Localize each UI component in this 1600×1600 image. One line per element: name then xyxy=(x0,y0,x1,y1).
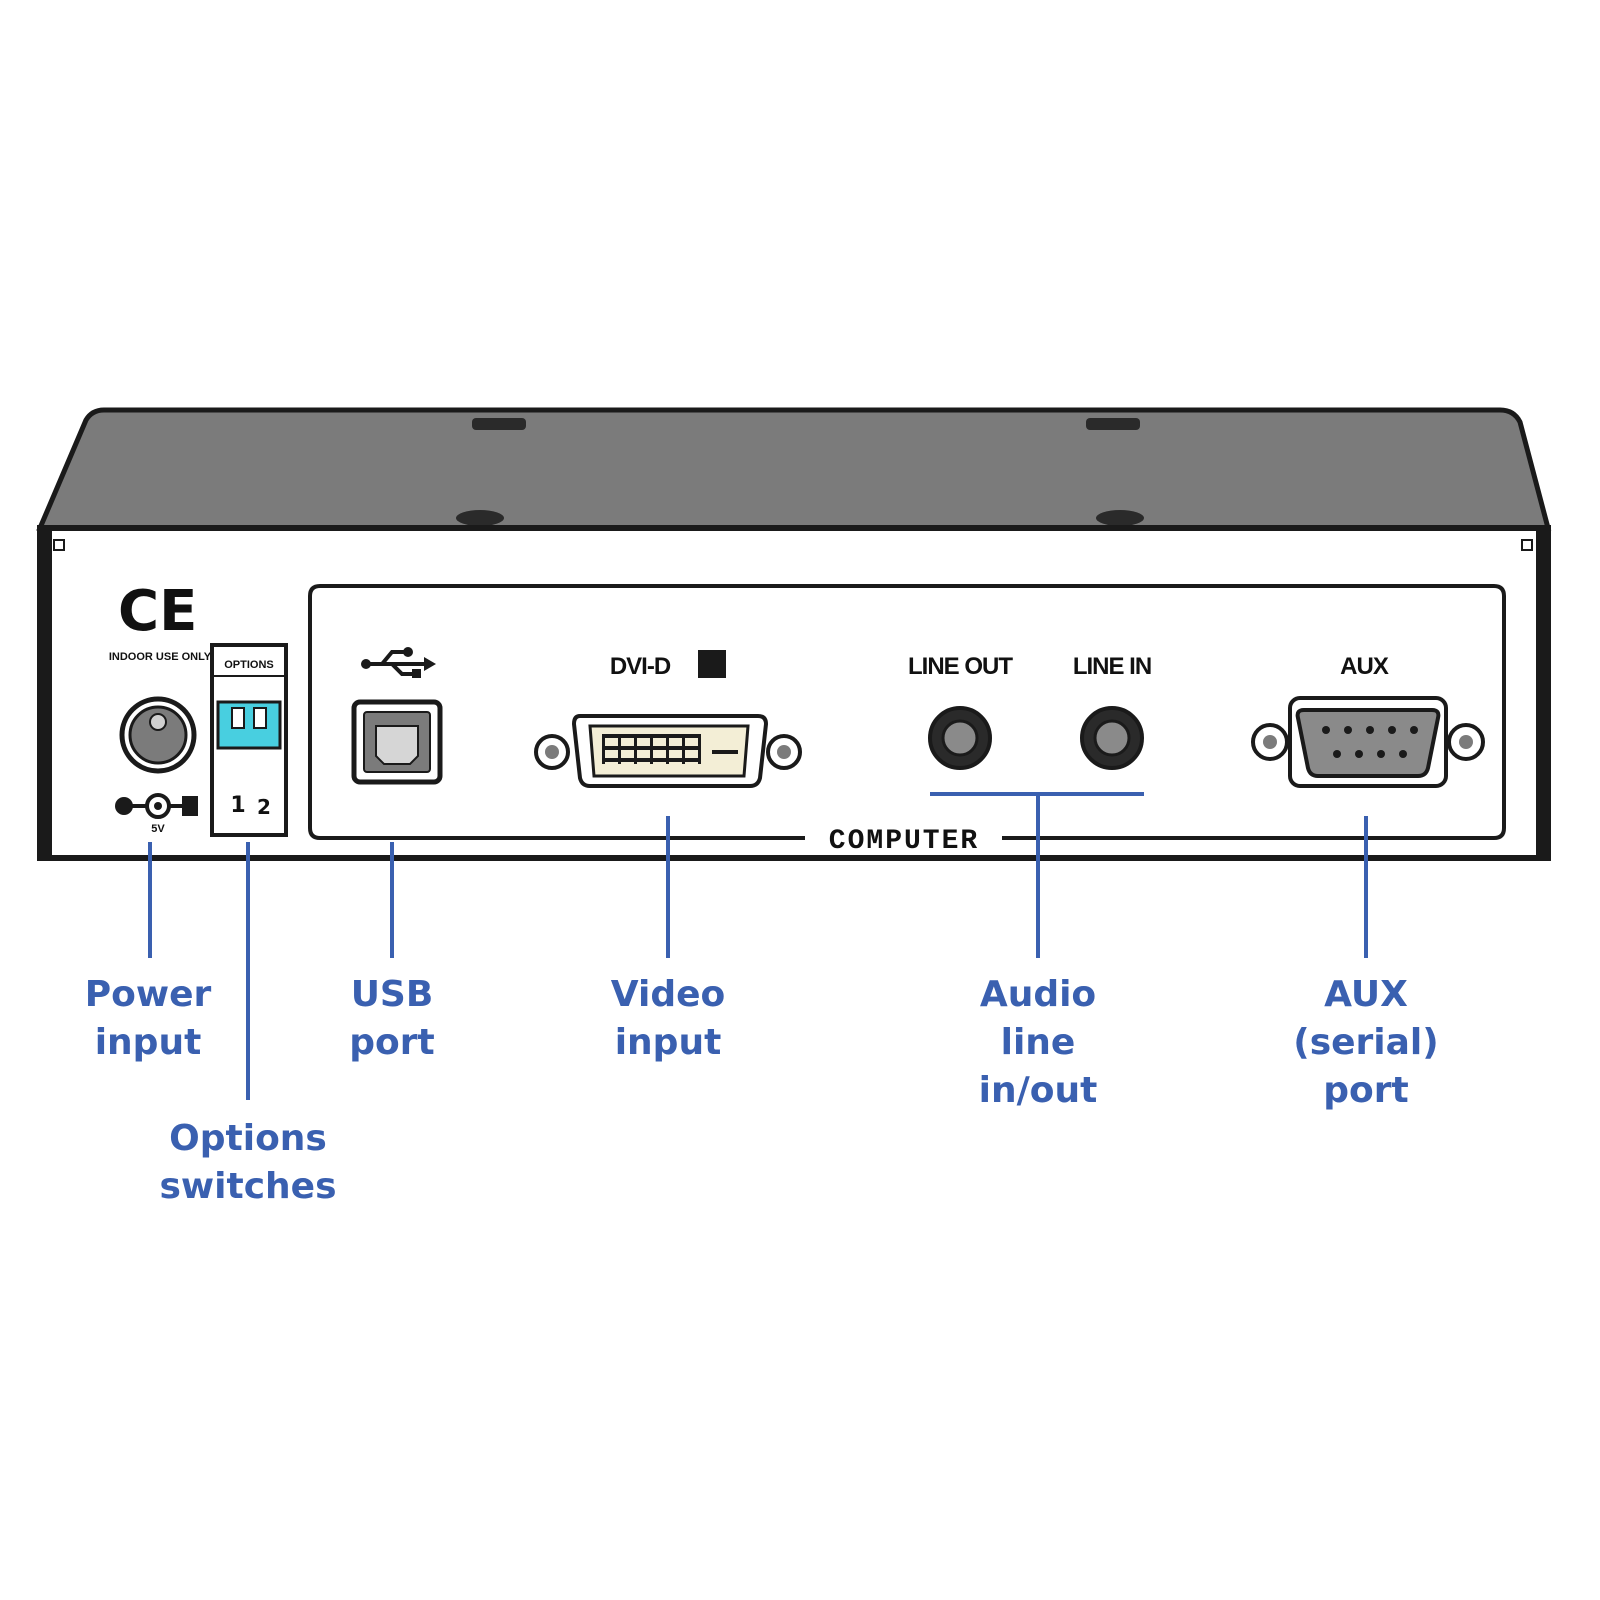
power-callout-line-2: input xyxy=(95,1022,202,1063)
aux-serial-port[interactable] xyxy=(1251,696,1485,788)
power-callout-line-1: Power xyxy=(85,974,212,1015)
power-polarity-icon xyxy=(115,793,198,819)
power-rating-label: 5V xyxy=(151,823,165,835)
computer-port-group: COMPUTER DVI-D xyxy=(308,584,1506,857)
options-callout-line-2: switches xyxy=(159,1166,336,1207)
panel-side-right xyxy=(1536,528,1550,858)
computer-group-outline xyxy=(308,584,1506,840)
indoor-use-label: INDOOR USE ONLY xyxy=(109,651,212,663)
computer-label: COMPUTER xyxy=(829,826,979,857)
options-title: OPTIONS xyxy=(224,659,274,671)
power-input-jack[interactable] xyxy=(119,696,197,774)
usb-port[interactable] xyxy=(351,699,443,785)
dvi-pin-grid xyxy=(602,734,738,764)
lid-slot xyxy=(1086,418,1140,430)
chassis-top xyxy=(36,407,1552,531)
dvi-digital-icon xyxy=(698,650,726,678)
chassis xyxy=(36,407,1552,861)
aux-callout-line-2: (serial) xyxy=(1293,1022,1438,1063)
switch-1-label: 1 xyxy=(230,793,245,818)
lid-screw xyxy=(1096,510,1144,526)
aux-label: AUX xyxy=(1340,653,1389,680)
dvi-port[interactable] xyxy=(534,714,802,788)
line-in-label: LINE IN xyxy=(1073,653,1151,680)
dvi-label: DVI-D xyxy=(610,653,671,680)
audio-callout-line-1: Audio xyxy=(980,974,1096,1015)
video-callout-line-1: Video xyxy=(611,974,726,1015)
dip-switch-2[interactable] xyxy=(253,707,267,729)
switch-2-label: 2 xyxy=(257,795,271,819)
panel-side-left xyxy=(38,528,52,858)
dip-switch-body[interactable] xyxy=(216,700,282,750)
line-out-jack[interactable] xyxy=(928,706,992,770)
corner-tab xyxy=(53,539,65,551)
audio-callout-line-3: in/out xyxy=(979,1070,1098,1111)
options-switch-block: OPTIONS 1 2 xyxy=(210,643,288,837)
aux-callout-line-1: AUX xyxy=(1324,974,1408,1015)
usb-callout-line-2: port xyxy=(349,1022,434,1063)
aux-callout-line-3: port xyxy=(1323,1070,1408,1111)
power-section: CE INDOOR USE ONLY 5V OPTIONS 1 2 xyxy=(109,579,288,837)
lid-screw xyxy=(456,510,504,526)
lid-slot xyxy=(472,418,526,430)
usb-symbol-icon xyxy=(361,647,436,678)
corner-tab xyxy=(1521,539,1533,551)
line-in-jack[interactable] xyxy=(1080,706,1144,770)
options-callout-line-1: Options xyxy=(169,1118,327,1159)
line-out-label: LINE OUT xyxy=(908,653,1013,680)
usb-callout-line-1: USB xyxy=(351,974,434,1015)
callout-lines xyxy=(148,792,1368,1100)
dip-switch-1[interactable] xyxy=(231,707,245,729)
callout-labels: Power input Options switches USB port Vi… xyxy=(85,974,1439,1207)
audio-callout-line-2: line xyxy=(1001,1022,1076,1063)
video-callout-line-2: input xyxy=(615,1022,722,1063)
aux-pins xyxy=(1322,726,1418,758)
ce-mark: CE xyxy=(118,579,197,644)
